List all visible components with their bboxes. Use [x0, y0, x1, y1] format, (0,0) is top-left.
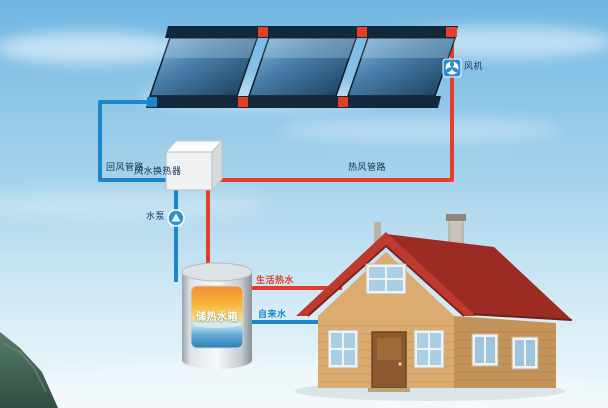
label-storage-tank: 储热水箱: [196, 312, 238, 323]
water-pump-icon: [167, 209, 185, 227]
heat-exchanger-box: [164, 139, 224, 192]
front-roof: [296, 232, 476, 316]
label-return-air-pipe: 回风管路: [106, 163, 145, 173]
solar-collector-array: [146, 26, 458, 108]
storage-tank: [181, 262, 253, 369]
label-domestic-hot-water: 生活热水: [256, 276, 295, 286]
side-window-right: [511, 336, 539, 370]
house: [295, 214, 573, 401]
attic-window: [365, 263, 407, 295]
top-manifold: [165, 26, 458, 38]
side-window-left: [471, 333, 499, 367]
label-hot-air-pipe: 热风管路: [348, 163, 387, 173]
label-tap-water: 自来水: [258, 310, 287, 320]
hot-air-pipe: [208, 29, 454, 182]
front-window-left: [327, 329, 359, 369]
front-window-right: [413, 329, 445, 369]
fan-icon: [442, 58, 462, 78]
label-fan: 风机: [464, 62, 484, 72]
bottom-manifold: [146, 96, 441, 108]
front-door: [368, 331, 410, 392]
return-air-pipe: [98, 100, 178, 182]
side-roof: [386, 234, 572, 320]
label-water-pump: 水泵: [146, 212, 166, 222]
side-wall: [454, 316, 556, 388]
label-heat-exchanger: 风水换热器: [134, 167, 182, 177]
mountain: [0, 332, 58, 408]
